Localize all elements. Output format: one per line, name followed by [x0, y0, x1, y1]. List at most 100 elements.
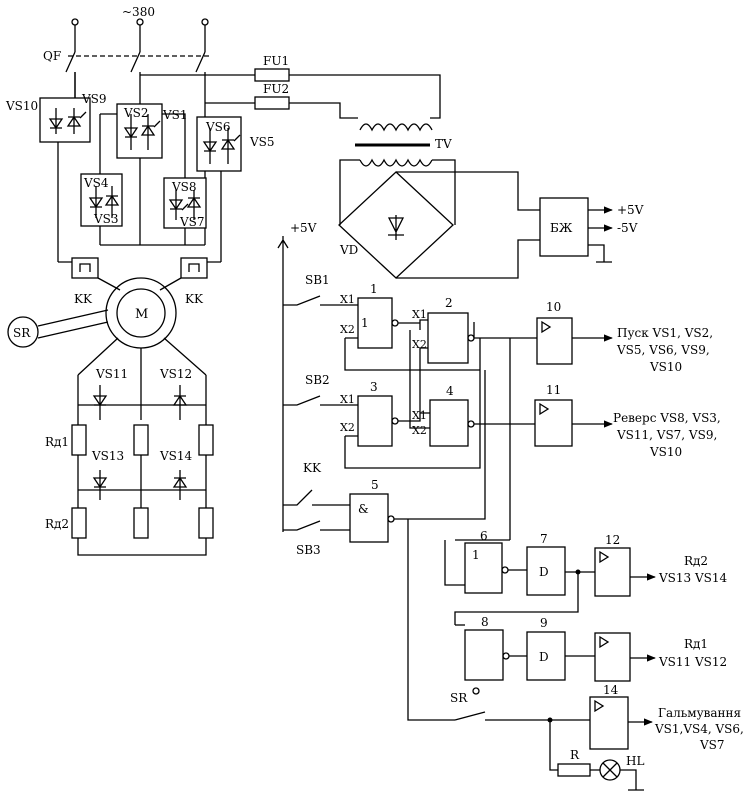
out-rd2-title: Rд2	[684, 554, 708, 568]
vs6-label: VS6	[205, 120, 231, 134]
gate-1	[357, 297, 393, 349]
vs1-label: VS1	[162, 108, 188, 122]
out-pusk-1: Пуск VS1, VS2,	[617, 326, 713, 340]
gate-8-number: 8	[481, 615, 489, 629]
out-pusk-3: VS10	[649, 360, 682, 374]
motor-section: KK KK M SR VS11 VS12 VS13 VS14 Rд1 Rд2	[7, 257, 221, 556]
psu-block	[539, 197, 589, 257]
gate-5-number: 5	[371, 478, 379, 492]
vs14-label: VS14	[159, 449, 193, 463]
speed-relay-label: SR	[13, 326, 31, 340]
gate-5	[349, 493, 389, 543]
dtrigger-7-symbol: D	[539, 565, 549, 579]
rectifier-label: VD	[339, 243, 358, 257]
gate-1-number: 1	[370, 282, 378, 296]
gate-8	[464, 629, 504, 681]
gate-1-symbol: 1	[361, 316, 369, 330]
gate-5-symbol: &	[358, 502, 369, 516]
x2-3: X2	[340, 421, 355, 434]
resistor-rd1-left	[71, 424, 87, 456]
fuse-1-label: FU1	[263, 54, 289, 68]
x2-4: X2	[412, 424, 427, 437]
rd1-label: Rд1	[45, 435, 69, 449]
control-logic: +5V SB1 X1 X2 1 1 X1 X2 2 10 Пуск VS1, V…	[277, 221, 744, 791]
x1-4: X1	[412, 409, 427, 422]
vs2-label: VS2	[123, 106, 149, 120]
psu-label: БЖ	[550, 221, 573, 235]
vs4-label: VS4	[83, 176, 109, 190]
kk-contact-label: KK	[303, 461, 322, 475]
vs11-label: VS11	[95, 367, 128, 381]
x2-1: X2	[340, 323, 355, 336]
thyristor-pair-vs2-vs1	[116, 103, 163, 159]
gate-4	[429, 399, 469, 447]
voltage-label: ~380	[122, 5, 155, 19]
sb1-label: SB1	[305, 273, 330, 287]
out-pusk-2: VS5, VS6, VS9,	[616, 343, 710, 357]
gate-4-number: 4	[446, 384, 454, 398]
vs12-label: VS12	[159, 367, 192, 381]
resistor-rd2-mid	[133, 507, 149, 539]
rd2-label: Rд2	[45, 517, 69, 531]
gate-2	[427, 312, 469, 364]
gate-3-number: 3	[370, 380, 378, 394]
transformer-label: TV	[435, 137, 452, 151]
resistor-rd1-mid	[133, 424, 149, 456]
vcc-label: +5V	[290, 221, 317, 235]
speed-relay	[7, 316, 39, 348]
amp-14-number: 14	[603, 683, 619, 697]
dtrigger-7-number: 7	[540, 532, 548, 546]
out-revers-3: VS10	[649, 445, 682, 459]
amp-12	[594, 547, 631, 597]
out-rd1-title: Rд1	[684, 637, 708, 651]
gate-6-number: 6	[480, 529, 488, 543]
amp-10	[536, 317, 573, 365]
amp-11-number: 11	[546, 383, 561, 397]
x1-1: X1	[340, 293, 355, 306]
out-rd2-vs: VS13 VS14	[658, 571, 727, 585]
transformer-primary	[359, 123, 433, 132]
fuse-1	[254, 68, 290, 82]
x1-3: X1	[340, 393, 355, 406]
out-revers-2: VS11, VS7, VS9,	[616, 428, 717, 442]
out-rd1-vs: VS11 VS12	[658, 655, 727, 669]
motor-inner	[116, 288, 166, 338]
dtrigger-9-number: 9	[540, 616, 548, 630]
lamp-hl-label: HL	[626, 754, 644, 768]
vs9-label: VS9	[81, 92, 107, 106]
amp-11	[534, 399, 573, 447]
vs7-label: VS7	[179, 215, 205, 229]
vs10-label: VS10	[5, 99, 38, 113]
gate-2-number: 2	[445, 296, 453, 310]
sb2-label: SB2	[305, 373, 330, 387]
thyristor-pair-vs6-vs5	[196, 116, 242, 172]
sb3-label: SB3	[296, 543, 321, 557]
psu-out-neg: -5V	[617, 221, 638, 235]
sr-contact-label: SR	[450, 691, 468, 705]
fuse-2-label: FU2	[263, 82, 289, 96]
psu-out-pos: +5V	[617, 203, 644, 217]
thermal-relay-right	[180, 257, 208, 279]
motor-label: M	[135, 307, 148, 322]
vs5-label: VS5	[249, 135, 275, 149]
gate-6	[464, 542, 503, 594]
thyristor-blocks: VS10 VS9 VS2 VS1 VS6 VS5 VS4 VS3 VS8 VS7	[5, 72, 275, 262]
amp-10-number: 10	[546, 300, 561, 314]
resistor-rd2-left	[71, 507, 87, 539]
vs3-label: VS3	[93, 212, 119, 226]
resistor-r-label: R	[570, 748, 580, 762]
transformer-secondary	[359, 158, 433, 167]
resistor-rd1-right	[198, 424, 214, 456]
vs8-label: VS8	[171, 180, 197, 194]
dtrigger-9-symbol: D	[539, 650, 549, 664]
gate-3	[357, 395, 393, 447]
gate-6-symbol: 1	[472, 548, 480, 562]
out-brake-1: Гальмування	[658, 706, 741, 720]
vs13-label: VS13	[91, 449, 124, 463]
thermal-relay-left	[71, 257, 99, 279]
amp-12-number: 12	[605, 533, 620, 547]
x1-2: X1	[412, 308, 427, 321]
amp-13	[594, 632, 631, 682]
dtrigger-9	[526, 631, 566, 681]
